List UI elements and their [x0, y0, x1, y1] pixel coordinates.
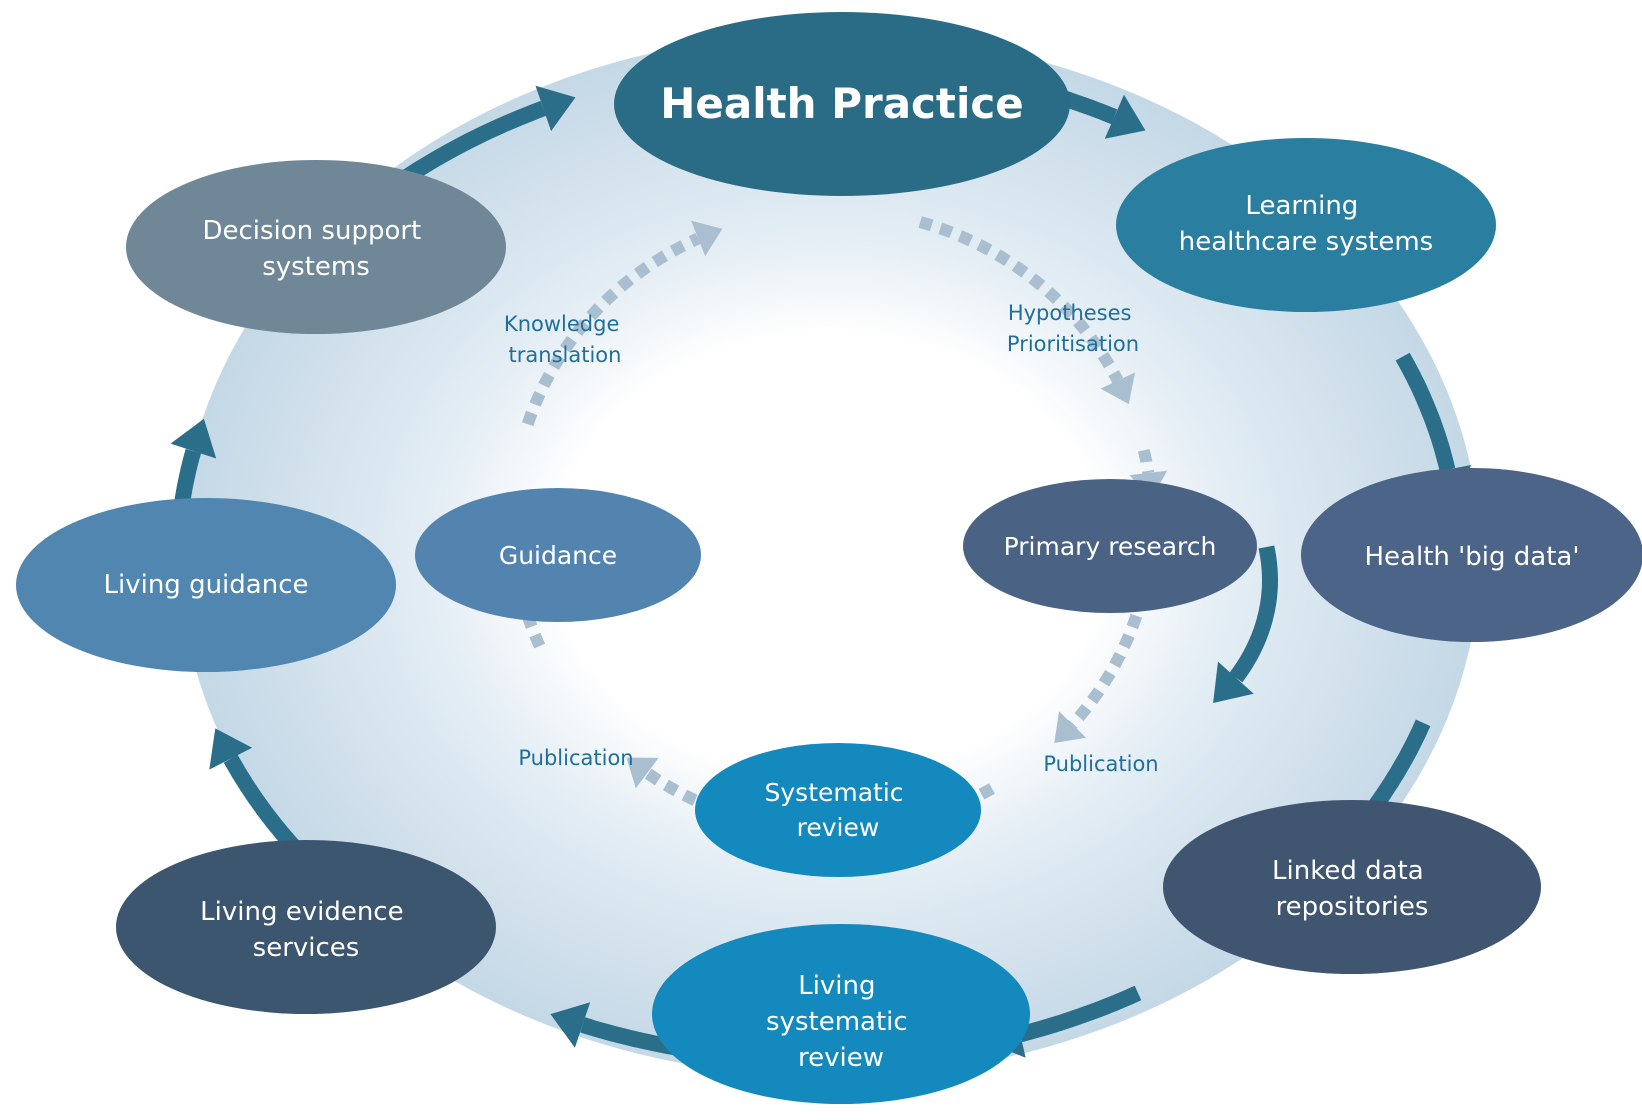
node-label-line: Living — [798, 971, 875, 1001]
flow-label-line: Knowledge — [504, 312, 619, 336]
outer-node-health-big-data: Health 'big data' — [1301, 468, 1642, 642]
outer-node-linked-data-repositories: Linked data repositories — [1163, 800, 1541, 974]
flow-label-line: translation — [509, 343, 622, 367]
arrow-publication-to-guidance — [626, 757, 757, 827]
flow-label-hypotheses-prioritisation: Hypotheses Prioritisation — [1007, 301, 1139, 356]
svg-text:Systematic review: Systematic review — [765, 778, 912, 842]
svg-text:Living systematic: Living systematic review — [766, 971, 916, 1073]
svg-text:Primary research: Primary research — [1004, 532, 1217, 561]
svg-text:Living guidance: Living guidance — [104, 570, 309, 600]
flow-label-knowledge-translation: Knowledge translation — [504, 312, 626, 367]
outer-node-learning-healthcare-systems: Learning healthcare systems — [1116, 138, 1496, 312]
svg-text:Linked data repositories: Linked data repositories — [1272, 856, 1432, 922]
arrow-research-to-linked — [1213, 545, 1279, 703]
health-practice-node: Health Practice — [614, 12, 1070, 196]
node-label-line: Decision support — [202, 216, 421, 246]
arrow-research-to-review — [1054, 613, 1142, 743]
node-label-line: Learning — [1245, 191, 1358, 221]
flow-label-line: Publication — [1043, 752, 1158, 776]
arrow-translation-to-practice — [522, 220, 723, 427]
svg-text:Decision support systems: Decision support systems — [202, 216, 429, 282]
node-label-line: Primary research — [1004, 532, 1217, 561]
node-label-line: repositories — [1276, 892, 1429, 922]
flow-label-line: Publication — [518, 746, 633, 770]
page-title: Health Practice — [660, 79, 1024, 128]
node-label-line: review — [797, 813, 880, 842]
outer-node-living-guidance: Living guidance — [16, 498, 396, 672]
node-label-line: Linked data — [1272, 856, 1424, 886]
node-label-line: systematic — [766, 1007, 908, 1037]
flow-label-line: Hypotheses — [1008, 301, 1132, 325]
node-label-line: review — [798, 1043, 884, 1073]
flow-label-publication-right: Publication — [1043, 752, 1158, 776]
inner-node-primary-research: Primary research — [963, 479, 1257, 613]
node-label-line: healthcare systems — [1179, 227, 1433, 257]
node-label-line: Health 'big data' — [1365, 542, 1580, 572]
svg-text:Living evidence services: Living evidence services — [200, 897, 412, 963]
svg-text:Learning healthcare syst: Learning healthcare systems — [1179, 191, 1433, 257]
node-label-line: services — [253, 933, 360, 963]
arrow-practice-to-research — [918, 216, 1135, 405]
node-label-line: Living evidence — [200, 897, 403, 927]
inner-node-systematic-review: Systematic review — [695, 743, 981, 877]
node-label-line: Systematic — [765, 778, 904, 807]
svg-text:Guidance: Guidance — [499, 541, 617, 570]
node-label-line: Guidance — [499, 541, 617, 570]
flow-label-line: Prioritisation — [1007, 332, 1139, 356]
node-label-line: systems — [262, 252, 370, 282]
svg-text:Health 'big data': Health 'big data' — [1365, 542, 1580, 572]
outer-node-decision-support-systems: Decision support systems — [126, 160, 506, 334]
flow-label-publication-left: Publication — [518, 746, 633, 770]
node-label-line: Living guidance — [104, 570, 309, 600]
background-ring — [180, 33, 1480, 1077]
outer-node-living-systematic-review: Living systematic review — [652, 924, 1030, 1104]
inner-node-guidance: Guidance — [415, 488, 701, 622]
outer-node-living-evidence-services: Living evidence services — [116, 840, 496, 1014]
